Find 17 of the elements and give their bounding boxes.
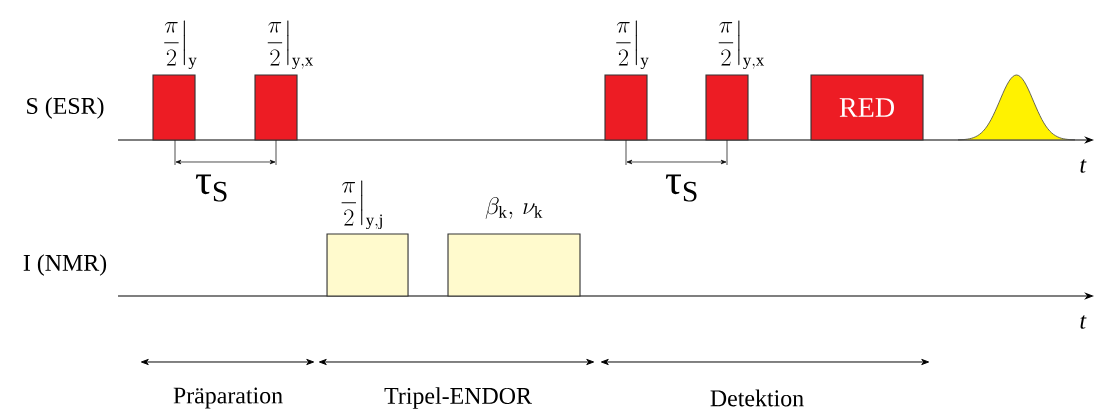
interval-label: τ$_{S}$	[195, 174, 227, 202]
phase-label: Tripel-ENDOR	[384, 387, 532, 409]
channel-label: I (NMR)	[23, 254, 107, 276]
phase-label: Detektion	[710, 389, 804, 407]
pulse-label: $\frac{\pi}{2}\Big|_{\mathrm{y}}$	[164, 20, 197, 70]
pulse-label: $\beta_{\mathrm{k}},\,\nu_{\mathrm{k}}$	[485, 196, 543, 219]
pulse-label: $\frac{\pi}{2}\Big|_{\mathrm{y}}$	[616, 20, 649, 70]
channel-label: S (ESR)	[27, 97, 104, 119]
echo-drawing	[957, 74, 1076, 141]
axis-label: t	[1080, 315, 1087, 329]
phase-label: Präparation	[173, 387, 283, 409]
pulse-box: RED	[810, 74, 924, 141]
pulse-label: $\frac{\pi}{2}\Big|_{\mathrm{y,x}}$	[267, 20, 314, 70]
axis-label: t	[1080, 159, 1087, 173]
pulse-label: $\frac{\pi}{2}\Big|_{\mathrm{y,x}}$	[718, 20, 764, 70]
interval-label: τ$_{S}$	[665, 174, 697, 202]
pulse-label: $\frac{\pi}{2}\Big|_{\mathrm{y,j}}$	[341, 180, 382, 230]
